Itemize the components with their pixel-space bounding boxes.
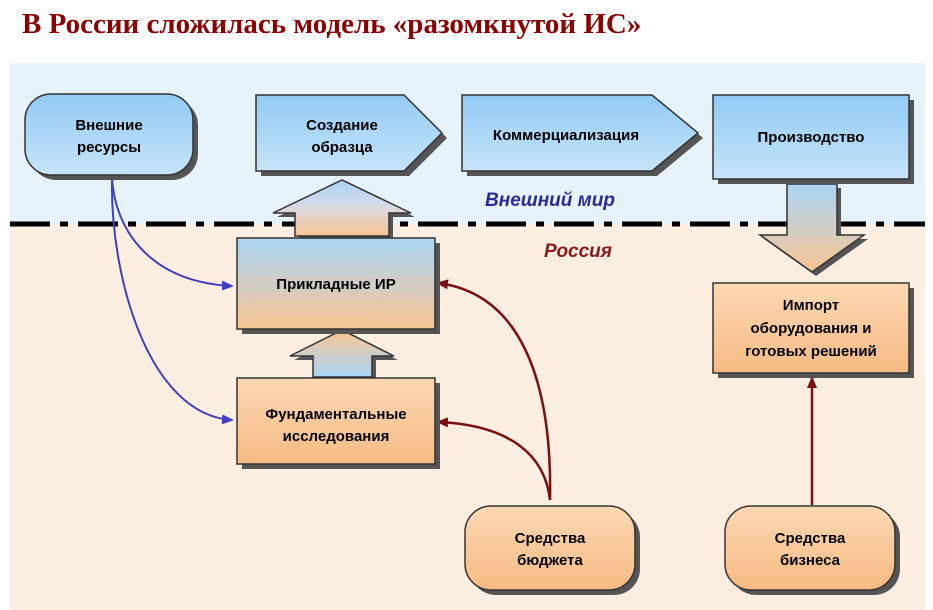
arrow-applied-to-prototype [272,179,415,240]
node-business-funds: Средства бизнеса [724,505,900,595]
business-funds-line2: бизнеса [780,552,841,569]
production-line1: Производство [758,129,865,146]
external-resources-line1: Внешние [75,117,142,134]
commercialization-line1: Коммерциализация [493,127,639,144]
external-resources-line2: ресурсы [77,139,141,156]
node-prototype: Создание образца [255,94,447,176]
import-line1: Импорт [783,297,839,314]
page-title: В России сложилась модель «разомкнутой И… [22,8,642,40]
node-applied-research: Прикладные ИР [236,237,440,334]
arrow-fundamental-to-applied [289,329,398,381]
node-budget-funds: Средства бюджета [464,505,640,595]
business-funds-line1: Средства [775,530,846,547]
node-fundamental-research: Фундаментальные исследования [236,377,440,469]
russia-label: Россия [544,241,612,262]
budget-funds-line1: Средства [515,530,586,547]
connector-budget-to-applied [436,279,552,501]
fundamental-research-line2: исследования [283,428,390,445]
connector-resources-to-fundamental [110,177,234,425]
outer-world-label: Внешний мир [485,190,615,211]
node-production: Производство [712,94,914,184]
connector-budget-to-fundamental [436,417,552,501]
fundamental-research-line1: Фундаментальные [265,406,406,423]
node-import: Импорт оборудования и готовых решений [712,282,914,378]
applied-research-line1: Прикладные ИР [276,276,395,293]
arrow-production-to-import [757,183,868,276]
prototype-line2: образца [311,139,373,156]
node-external-resources: Внешние ресурсы [24,93,198,180]
node-commercialization: Коммерциализация [461,94,703,176]
budget-funds-line2: бюджета [517,552,583,569]
import-line2: оборудования и [751,320,872,337]
import-line3: готовых решений [745,343,877,360]
prototype-line1: Создание [306,117,378,134]
connector-resources-to-applied [111,177,234,291]
